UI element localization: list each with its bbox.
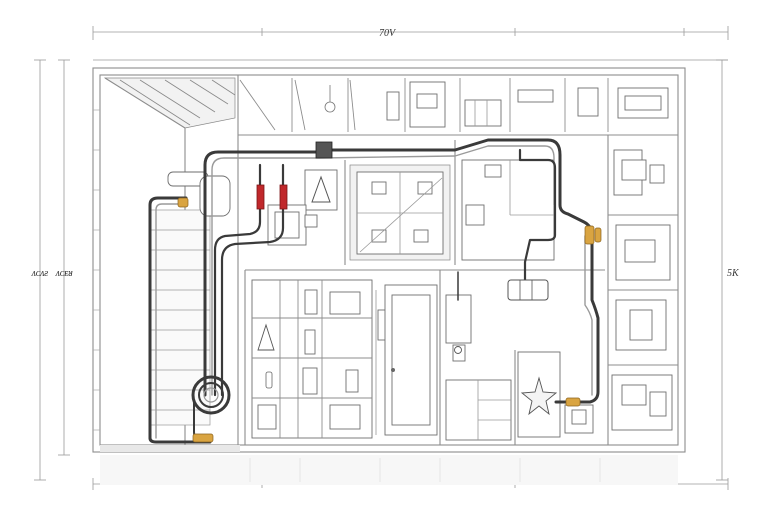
brass-fitting-right-2 (594, 227, 602, 243)
outer-walls (92, 67, 686, 485)
living-room (349, 164, 451, 261)
brass-fitting-right (584, 225, 595, 245)
valves (177, 141, 602, 443)
pipe-system (148, 138, 600, 444)
brass-fitting-bottom (192, 433, 214, 443)
dimension-right-label: 5K (727, 268, 740, 279)
red-valve-left (256, 184, 265, 210)
bathroom (445, 294, 594, 441)
entry-room (267, 169, 338, 246)
dimension-left-outer-label: ᴧᴄᴧƨ (31, 268, 48, 279)
red-valve-right (279, 184, 288, 210)
door-icon (384, 284, 438, 436)
brass-fitting-top-left (177, 197, 189, 208)
top-row-cabinets (239, 78, 669, 132)
dimension-top-label: 70V (379, 28, 397, 39)
bottle-icon (265, 371, 273, 389)
header-manifold (315, 141, 333, 159)
right-rooms (611, 149, 673, 431)
dimension-left-inner-label: ᴧᴄᴇᴚ (55, 268, 73, 279)
wall-lamp-icon (324, 85, 336, 113)
triangle-sign-icon (311, 175, 331, 203)
bookshelf (251, 279, 387, 439)
kitchen (461, 159, 555, 261)
interior-walls (237, 75, 678, 445)
star-symbol-icon (520, 376, 558, 416)
faucet-icon (454, 346, 462, 354)
brass-fitting-bath (565, 397, 581, 407)
